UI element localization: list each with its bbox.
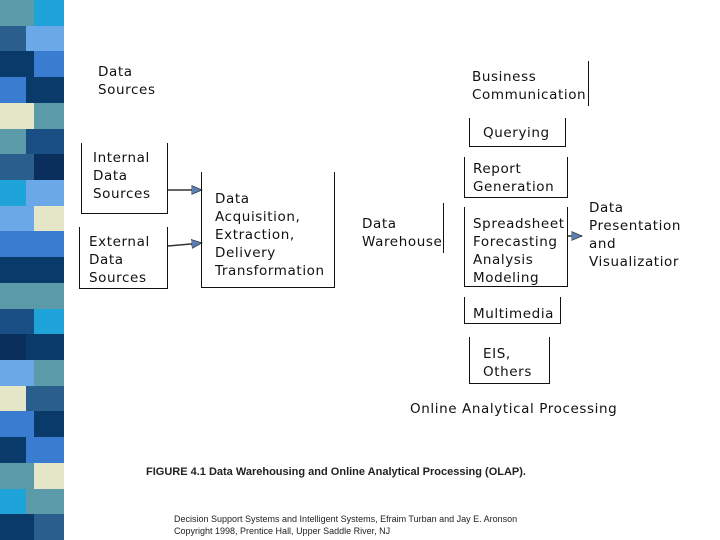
stripe-block [0,0,34,27]
internal-sources-box [81,143,168,214]
stripe-block [26,231,64,258]
presentation-label: Data Presentation and Visualizatior [589,200,681,270]
stripe-block [0,51,34,78]
stripe-block [34,102,64,130]
stripe-block [0,205,34,232]
multimedia-box [464,297,561,324]
spreadsheet-box [464,207,568,287]
stripe-block [0,385,26,412]
stripe-block [0,334,26,361]
external-sources-label: External Data Sources [89,234,150,286]
stripe-block [26,385,64,412]
report-generation-label: Report Generation [473,161,555,195]
credit-line-2: Copyright 1998, Prentice Hall, Upper Sad… [174,526,391,536]
stripe-block [34,154,64,181]
stripe-block [0,180,26,207]
stripe-block [0,257,34,284]
stripe-block [26,77,64,104]
external-sources-box [79,227,168,289]
stripe-block [0,411,34,438]
stripe-block [0,77,26,104]
stripe-block [0,128,26,155]
warehouse-label: Data Warehouse [362,216,443,250]
decorative-stripe [0,0,64,540]
eis-label: EIS, Others [483,346,532,380]
stripe-block [34,257,64,284]
business-communication-label: Business Communication [472,69,587,103]
stripe-block [0,437,26,464]
figure-caption: FIGURE 4.1 Data Warehousing and Online A… [146,466,526,478]
stripe-block [34,514,64,540]
stripe-block [0,282,26,310]
stripe-block [34,0,64,27]
stripe-block [26,25,64,52]
report-generation-box [464,157,568,198]
data-sources-header: Data Sources [98,64,156,98]
stripe-block [26,437,64,464]
stripe-block [0,514,34,540]
stripe-block [26,282,64,310]
stripe-block [34,462,64,490]
stripe-block [0,308,34,335]
stripe-block [34,51,64,78]
stripe-block [26,488,64,515]
stripe-block [34,360,64,387]
stripe-block [0,154,34,181]
stripe-block [0,25,26,52]
olap-label: Online Analytical Processing [410,401,618,417]
stripe-block [34,205,64,232]
stripe-block [34,308,64,335]
stripe-block [0,102,34,130]
stripe-block [26,180,64,207]
stripe-block [34,411,64,438]
business-right-edge [588,61,589,106]
credit-line-1: Decision Support Systems and Intelligent… [174,514,518,524]
internal-sources-label: Internal Data Sources [93,150,151,202]
eis-box [469,337,550,384]
querying-label: Querying [483,125,550,141]
acquisition-box [201,172,335,288]
stripe-block [0,360,34,387]
stripe-block [0,231,26,258]
querying-box [469,118,566,147]
stripe-block [26,128,64,155]
stripe-block [26,334,64,361]
spreadsheet-label: Spreadsheet Forecasting Analysis Modelin… [473,216,565,286]
stripe-block [0,462,34,490]
arrow-external-to-acquisition [167,243,202,246]
stripe-block [0,488,26,515]
acquisition-label: Data Acquisition, Extraction, Delivery T… [215,191,325,279]
warehouse-right-edge [443,203,444,253]
multimedia-label: Multimedia [473,306,555,322]
